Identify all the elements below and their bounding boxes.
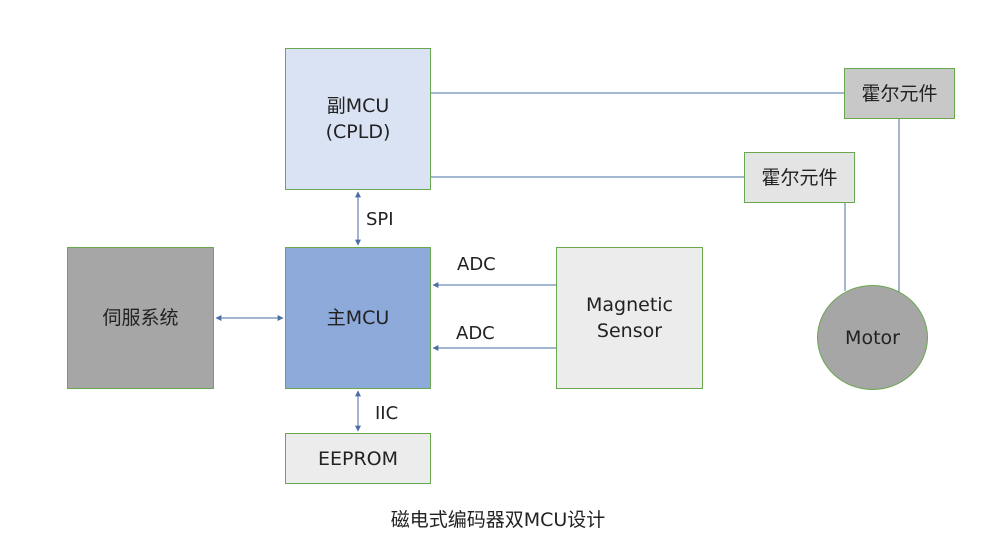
iic-label: IIC: [375, 403, 399, 424]
motor-label: Motor: [845, 326, 900, 349]
magnetic-sensor-label: Magnetic Sensor: [585, 294, 673, 342]
hall-element-bottom-label: 霍尔元件: [761, 166, 838, 189]
servo-system-label: 伺服系统: [102, 307, 179, 329]
eeprom-label: EEPROM: [317, 447, 399, 470]
sub-mcu-label: 副MCU (CPLD): [325, 95, 391, 143]
servo-system-box: 伺服系统: [67, 247, 214, 389]
spi-label: SPI: [366, 209, 394, 230]
diagram-caption: 磁电式编码器双MCU设计: [390, 509, 606, 531]
main-mcu-box: 主MCU: [285, 247, 431, 389]
adc-top-label: ADC: [457, 254, 496, 275]
hall-element-top-label: 霍尔元件: [861, 82, 938, 105]
hall-element-top-box: 霍尔元件: [844, 68, 955, 119]
main-mcu-label: 主MCU: [326, 307, 390, 329]
adc-bottom-label: ADC: [456, 323, 495, 344]
magnetic-sensor-box: Magnetic Sensor: [556, 247, 703, 389]
hall-element-bottom-box: 霍尔元件: [744, 152, 855, 203]
motor-circle: Motor: [817, 285, 928, 390]
eeprom-box: EEPROM: [285, 433, 431, 484]
sub-mcu-box: 副MCU (CPLD): [285, 48, 431, 190]
